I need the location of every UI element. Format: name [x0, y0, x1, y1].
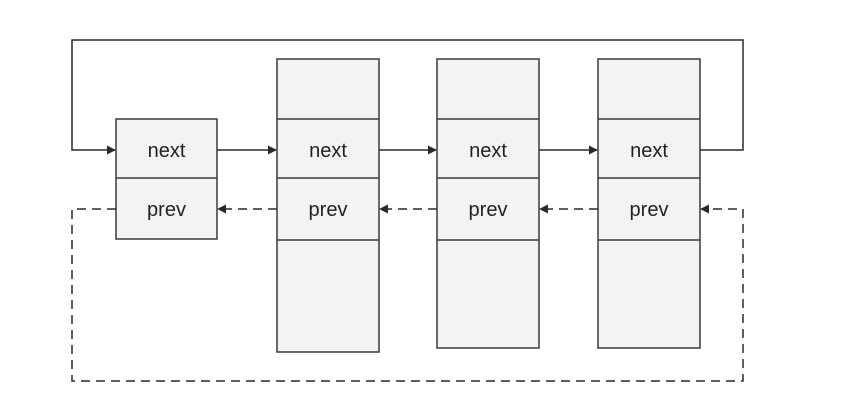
node-4: next prev: [597, 58, 701, 349]
node-4-prev-label: prev: [630, 199, 669, 221]
node-2-prev-label: prev: [309, 199, 348, 221]
prev-wraparound-arrow: [71, 204, 744, 382]
node-4-next-label: next: [630, 140, 668, 162]
next-wraparound-arrow: [71, 39, 744, 155]
node-1: next prev: [115, 118, 218, 240]
node-1-box: [115, 118, 218, 240]
node-2-next-label: next: [309, 140, 347, 162]
node-1-prev-label: prev: [147, 199, 186, 221]
node-4-box: [597, 58, 701, 349]
node-1-next-label: next: [148, 140, 186, 162]
node-2-box: [276, 58, 380, 353]
node-3: next prev: [436, 58, 540, 349]
node-3-next-label: next: [469, 140, 507, 162]
node-2: next prev: [276, 58, 380, 353]
node-3-box: [436, 58, 540, 349]
node-3-prev-label: prev: [469, 199, 508, 221]
